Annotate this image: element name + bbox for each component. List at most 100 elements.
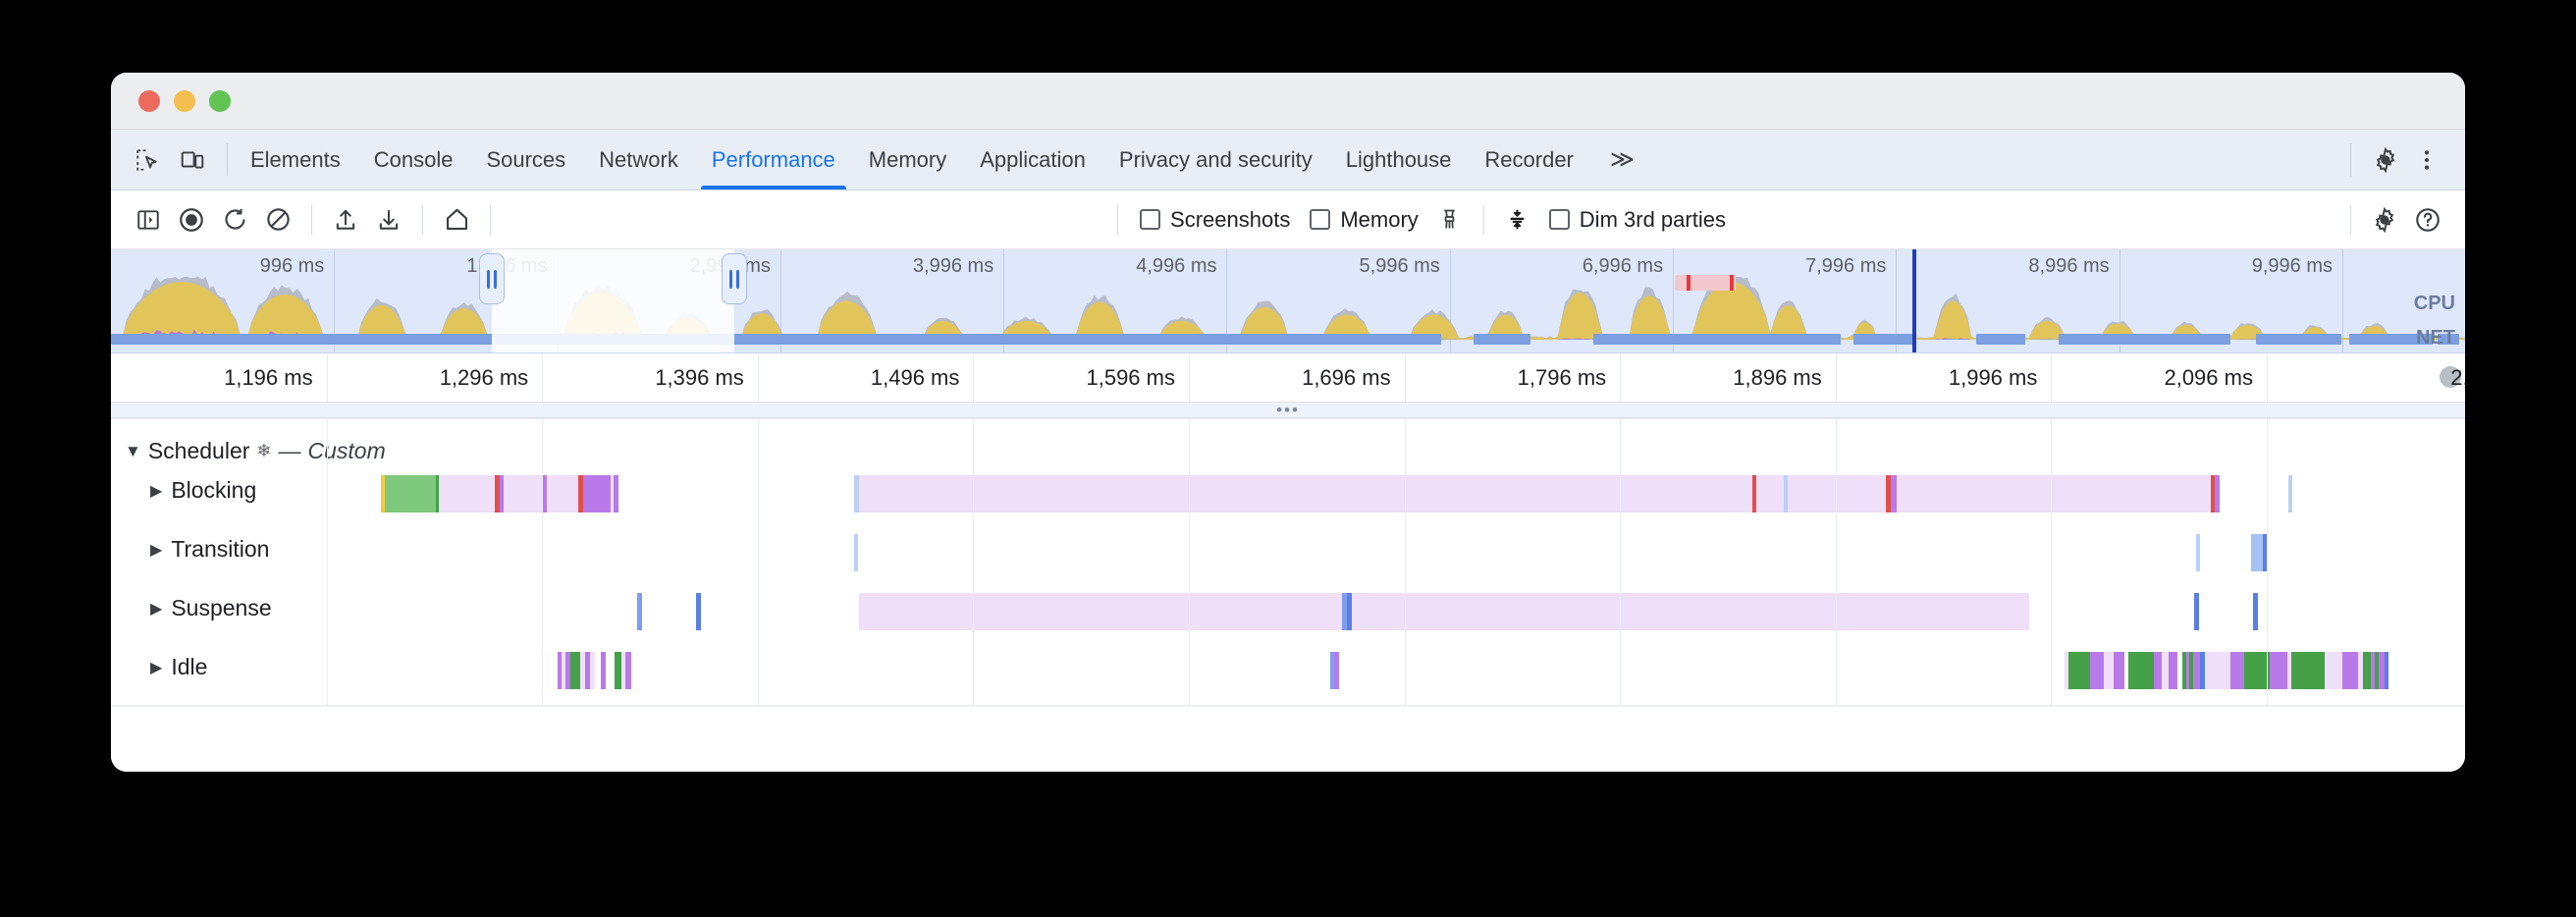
flame-event-blocking[interactable] bbox=[2211, 475, 2215, 512]
flame-event-blocking[interactable] bbox=[1756, 475, 1784, 512]
more-tabs-chevron-icon[interactable]: ≫ bbox=[1590, 130, 1652, 189]
flame-event-idle[interactable] bbox=[1330, 652, 1334, 689]
flame-event-idle[interactable] bbox=[562, 652, 565, 689]
tab-lighthouse[interactable]: Lighthouse bbox=[1345, 146, 1452, 172]
flame-event-idle[interactable] bbox=[2065, 652, 2068, 689]
expand-collapse-icon[interactable] bbox=[1496, 198, 1539, 242]
flame-event-idle[interactable] bbox=[590, 652, 595, 689]
flame-event-idle[interactable] bbox=[2244, 652, 2270, 689]
flame-event-transition[interactable] bbox=[2196, 534, 2200, 571]
tab-privacy-and-security[interactable]: Privacy and security bbox=[1118, 146, 1313, 172]
settings-gear-icon[interactable] bbox=[2365, 139, 2406, 181]
flame-event-suspense[interactable] bbox=[637, 593, 642, 630]
load-profile-icon[interactable] bbox=[324, 198, 367, 242]
capture-settings-gear-icon[interactable] bbox=[2363, 198, 2406, 242]
tab-performance[interactable]: Performance bbox=[695, 130, 852, 189]
flame-event-idle[interactable] bbox=[558, 652, 562, 689]
flame-event-idle[interactable] bbox=[2068, 652, 2090, 689]
flame-event-idle[interactable] bbox=[2200, 652, 2205, 689]
flame-event-idle[interactable] bbox=[2186, 652, 2189, 689]
tab-sources[interactable]: Sources bbox=[486, 146, 566, 172]
flame-event-blocking[interactable] bbox=[436, 475, 439, 512]
save-profile-icon[interactable] bbox=[367, 198, 410, 242]
record-icon[interactable] bbox=[170, 198, 213, 242]
tab-elements[interactable]: Elements bbox=[250, 146, 341, 172]
flame-event-blocking[interactable] bbox=[495, 475, 500, 512]
flame-event-suspense[interactable] bbox=[859, 593, 1342, 630]
flame-event-blocking[interactable] bbox=[385, 475, 436, 512]
flame-event-idle[interactable] bbox=[2379, 652, 2385, 689]
flame-event-idle[interactable] bbox=[2342, 652, 2358, 689]
flame-event-suspense[interactable] bbox=[2194, 593, 2199, 630]
flame-event-blocking[interactable] bbox=[381, 475, 385, 512]
flame-event-idle[interactable] bbox=[2169, 652, 2177, 689]
flame-event-blocking[interactable] bbox=[1891, 475, 1897, 512]
flame-event-idle[interactable] bbox=[2291, 652, 2325, 689]
flame-event-idle[interactable] bbox=[565, 652, 570, 689]
flame-event-idle[interactable] bbox=[2325, 652, 2342, 689]
flame-event-blocking[interactable] bbox=[547, 475, 578, 512]
memory-checkbox[interactable]: Memory bbox=[1300, 207, 1427, 233]
flame-event-idle[interactable] bbox=[615, 652, 621, 689]
track-row-transition[interactable]: ▶ Transition bbox=[150, 536, 269, 563]
flame-event-blocking[interactable] bbox=[439, 475, 495, 512]
flame-event-blocking[interactable] bbox=[504, 475, 543, 512]
flame-event-idle[interactable] bbox=[2358, 652, 2363, 689]
flame-event-transition[interactable] bbox=[2251, 534, 2263, 571]
flame-event-idle[interactable] bbox=[2230, 652, 2244, 689]
panel-resizer[interactable]: ••• bbox=[111, 402, 2465, 418]
flame-event-idle[interactable] bbox=[2154, 652, 2162, 689]
selection-right-handle[interactable] bbox=[722, 253, 747, 304]
flame-event-idle[interactable] bbox=[621, 652, 625, 689]
flame-event-idle[interactable] bbox=[2363, 652, 2371, 689]
minimize-window-button[interactable] bbox=[174, 89, 195, 112]
flame-event-suspense[interactable] bbox=[1342, 593, 1347, 630]
flame-event-idle[interactable] bbox=[625, 652, 631, 689]
flame-event-idle[interactable] bbox=[570, 652, 580, 689]
flame-event-idle[interactable] bbox=[2182, 652, 2186, 689]
horizontal-scroll-thumb[interactable] bbox=[2440, 366, 2461, 388]
flame-event-transition[interactable] bbox=[2263, 534, 2267, 571]
flame-event-idle[interactable] bbox=[585, 652, 590, 689]
group-expander-icon[interactable]: ▼ bbox=[125, 441, 141, 460]
flame-event-blocking[interactable] bbox=[1886, 475, 1891, 512]
flame-event-blocking[interactable] bbox=[611, 475, 614, 512]
flame-event-blocking[interactable] bbox=[2288, 475, 2292, 512]
flame-event-blocking[interactable] bbox=[614, 475, 618, 512]
flame-event-blocking[interactable] bbox=[1788, 475, 1886, 512]
track-row-suspense[interactable]: ▶ Suspense bbox=[150, 595, 272, 621]
flame-event-idle[interactable] bbox=[2128, 652, 2154, 689]
zoom-window-button[interactable] bbox=[209, 89, 231, 112]
flame-event-idle[interactable] bbox=[2193, 652, 2200, 689]
home-icon[interactable] bbox=[435, 198, 478, 242]
flame-event-idle[interactable] bbox=[601, 652, 606, 689]
flame-event-blocking[interactable] bbox=[854, 475, 859, 512]
row-expander-icon-blocking[interactable]: ▶ bbox=[150, 482, 163, 500]
tab-application[interactable]: Application bbox=[980, 146, 1086, 172]
flame-event-idle[interactable] bbox=[1334, 652, 1339, 689]
flame-event-idle[interactable] bbox=[2375, 652, 2379, 689]
flame-event-idle[interactable] bbox=[2104, 652, 2114, 689]
flame-event-idle[interactable] bbox=[2205, 652, 2230, 689]
screenshots-checkbox[interactable]: Screenshots bbox=[1130, 207, 1300, 233]
dim-3rd-parties-checkbox-box[interactable] bbox=[1548, 209, 1570, 230]
flame-event-blocking[interactable] bbox=[1897, 475, 2211, 512]
toggle-sidebar-icon[interactable] bbox=[127, 198, 170, 242]
flame-event-idle[interactable] bbox=[2189, 652, 2193, 689]
tab-network[interactable]: Network bbox=[599, 146, 678, 172]
flame-event-idle[interactable] bbox=[2162, 652, 2169, 689]
flame-event-blocking[interactable] bbox=[578, 475, 583, 512]
flame-event-blocking[interactable] bbox=[2215, 475, 2220, 512]
flame-event-suspense[interactable] bbox=[1352, 593, 2029, 630]
flame-event-transition[interactable] bbox=[854, 534, 858, 571]
collect-garbage-brush-icon[interactable] bbox=[1428, 198, 1472, 242]
flame-event-idle[interactable] bbox=[2270, 652, 2287, 689]
device-toolbar-icon[interactable] bbox=[172, 139, 213, 181]
clear-icon[interactable] bbox=[256, 198, 299, 242]
more-vertical-icon[interactable] bbox=[2406, 139, 2447, 181]
flame-event-blocking[interactable] bbox=[1784, 475, 1788, 512]
row-expander-icon-suspense[interactable]: ▶ bbox=[150, 600, 163, 618]
flame-chart[interactable]: ▼ Scheduler ❄ — Custom ▶ Blocking ▶ Tran… bbox=[111, 418, 2465, 772]
flame-event-blocking[interactable] bbox=[859, 475, 1752, 512]
